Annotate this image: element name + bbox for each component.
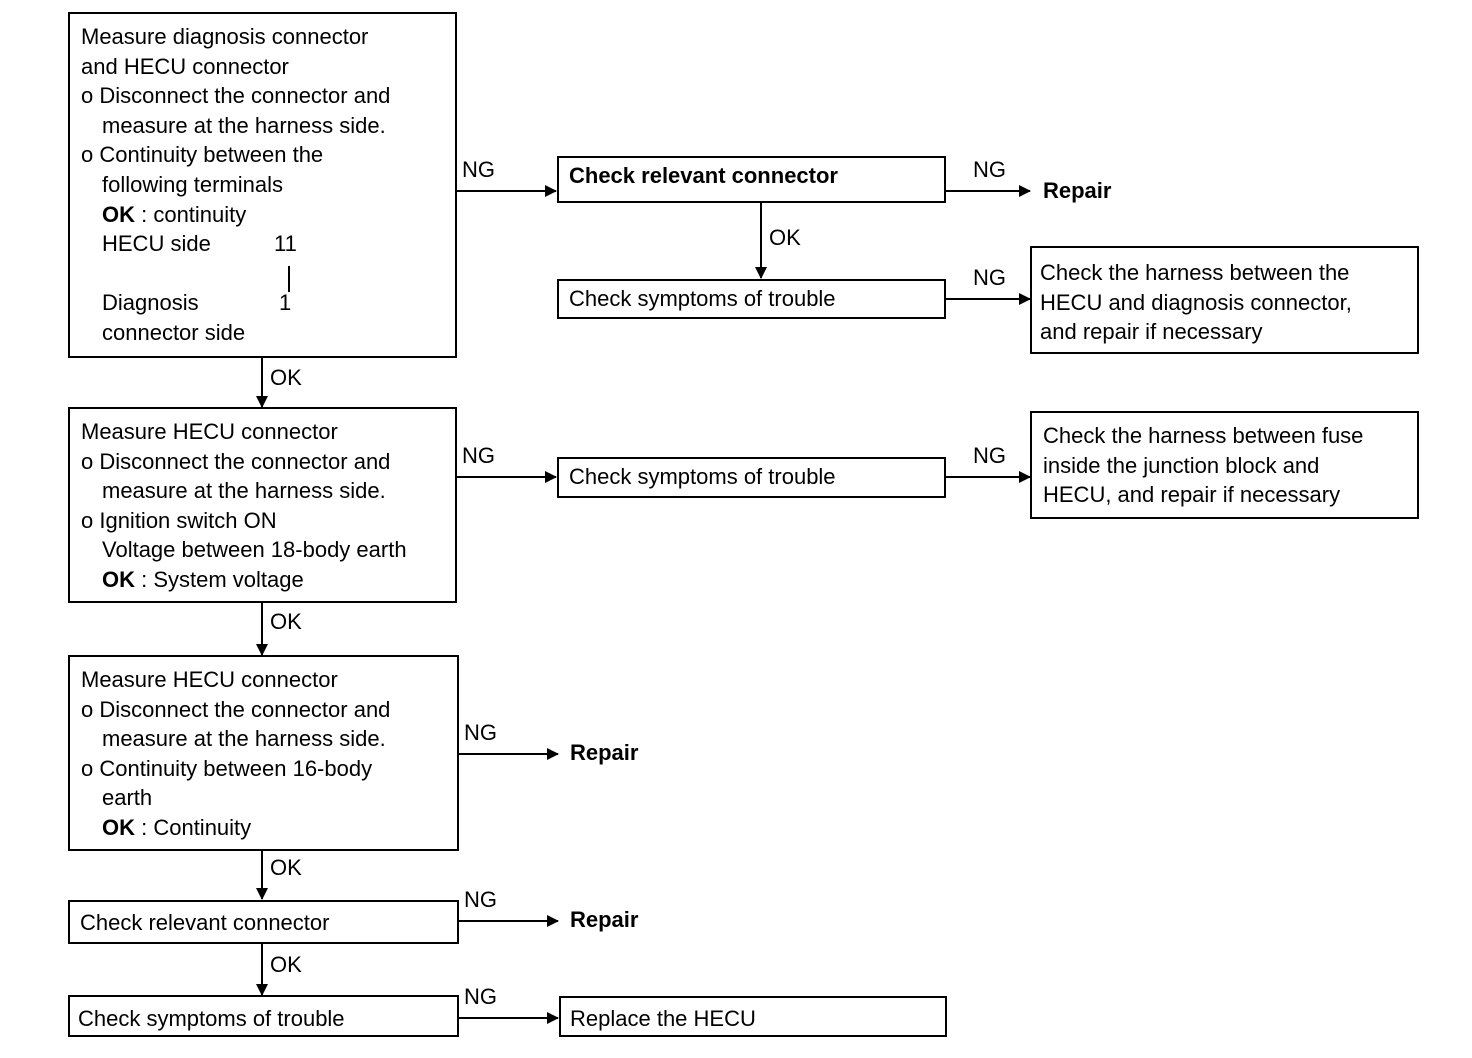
terminal-connection-line [288, 266, 290, 292]
ng-label: NG [462, 157, 495, 182]
ng-label: NG [973, 265, 1006, 290]
box3-bullet1-cont: measure at the harness side. [102, 726, 386, 752]
ok-label: OK [102, 814, 135, 840]
box2-voltage: Voltage between 18-body earth [102, 537, 407, 563]
ok-label: OK [270, 609, 302, 634]
ok-label: OK [270, 952, 302, 977]
boxE-line1: Check the harness between fuse [1043, 423, 1364, 448]
repair-outcome: Repair [570, 907, 639, 932]
ok-label: OK [270, 365, 302, 390]
boxD-text: Check symptoms of trouble [569, 464, 836, 489]
box1-bullet2: o Continuity between the [81, 142, 324, 168]
repair-outcome: Repair [570, 740, 639, 765]
ng-label: NG [973, 157, 1006, 182]
box5-text: Check symptoms of trouble [78, 1006, 345, 1031]
ng-label: NG [464, 984, 497, 1009]
box2-line1: Measure HECU connector [81, 419, 338, 444]
boxE-line3: HECU, and repair if necessary [1043, 482, 1341, 508]
hecu-side-label: HECU side [102, 231, 211, 257]
boxC-line2: HECU and diagnosis connector, [1040, 289, 1352, 315]
box3-bullet1: o Disconnect the connector and [81, 696, 391, 722]
ng-label: NG [464, 720, 497, 745]
box3-ok-criteria: OK : Continuity [81, 813, 447, 843]
box3-line1: Measure HECU connector [81, 667, 338, 692]
ok-text: : Continuity [135, 814, 252, 840]
step-check-symptoms: Check symptoms of trouble [68, 995, 459, 1037]
boxE-line2: inside the junction block and [1043, 452, 1320, 478]
repair-outcome: Repair [1043, 178, 1112, 203]
ok-label: OK [769, 225, 801, 250]
ok-label: OK [102, 566, 135, 592]
box2-bullet1-cont: measure at the harness side. [102, 478, 386, 504]
step-measure-hecu-connector-voltage: Measure HECU connector o Disconnect the … [68, 407, 457, 603]
step-check-harness-fuse: Check the harness between fuse inside th… [1030, 411, 1419, 519]
ok-label: OK [102, 201, 135, 227]
hecu-terminal: 11 [274, 231, 297, 257]
box2-ok-criteria: OK : System voltage [81, 565, 445, 595]
box1-bullet2-cont: following terminals [102, 171, 283, 197]
box1-diag-side-row: Diagnosis 1 [81, 288, 445, 318]
ok-text: : System voltage [135, 566, 304, 592]
box1-bullet1: o Disconnect the connector and [81, 83, 391, 109]
step-measure-hecu-connector-continuity: Measure HECU connector o Disconnect the … [68, 655, 459, 851]
boxB-text: Check symptoms of trouble [569, 286, 836, 311]
box1-line1: Measure diagnosis connector [81, 24, 369, 49]
box6-text: Replace the HECU [570, 1006, 756, 1031]
boxC-line1: Check the harness between the [1040, 260, 1350, 285]
step-measure-diagnosis-connector: Measure diagnosis connector and HECU con… [68, 12, 457, 358]
diag-side-label: Diagnosis [102, 290, 199, 316]
box1-line2: and HECU connector [81, 53, 289, 79]
step-check-relevant-connector-a: Check relevant connector [557, 156, 946, 203]
box3-bullet2-cont: earth [102, 785, 153, 811]
box4-text: Check relevant connector [80, 910, 330, 935]
box1-ok-criteria: OK : continuity [81, 200, 445, 230]
box1-bullet1-cont: measure at the harness side. [102, 112, 386, 138]
diag-terminal: 1 [279, 290, 292, 316]
step-check-harness-diagnosis: Check the harness between the HECU and d… [1030, 246, 1419, 354]
ng-label: NG [973, 443, 1006, 468]
ng-label: NG [462, 443, 495, 468]
boxA-text: Check relevant connector [569, 163, 838, 188]
step-check-symptoms-d: Check symptoms of trouble [557, 457, 946, 498]
step-check-symptoms-b: Check symptoms of trouble [557, 279, 946, 319]
box2-bullet2: o Ignition switch ON [81, 507, 277, 533]
ng-label: NG [464, 887, 497, 912]
step-check-relevant-connector: Check relevant connector [68, 900, 459, 944]
box3-bullet2: o Continuity between 16-body [81, 755, 373, 781]
step-replace-hecu: Replace the HECU [559, 996, 947, 1037]
box2-bullet1: o Disconnect the connector and [81, 448, 391, 474]
ok-label: OK [270, 855, 302, 880]
box1-diag-side-cont: connector side [102, 319, 246, 345]
ok-text: : continuity [135, 201, 247, 227]
boxC-line3: and repair if necessary [1040, 319, 1263, 345]
box1-hecu-side-row: HECU side 11 [81, 229, 445, 259]
